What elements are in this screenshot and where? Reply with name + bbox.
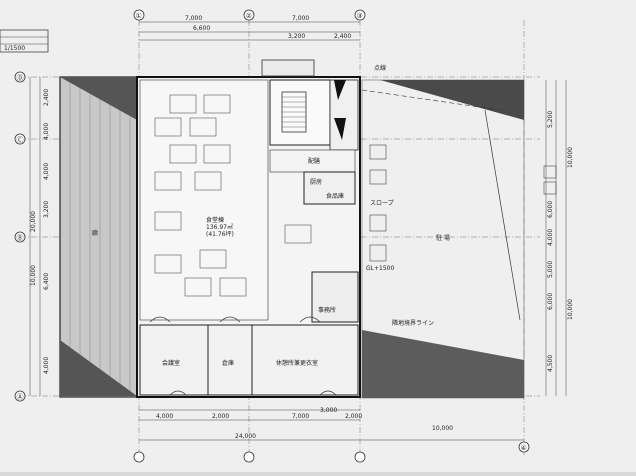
dim-bottom-total-left: 24,000 [235,433,256,440]
dim-top-1: 7,000 [185,15,202,22]
right-dimension-lines [545,80,567,396]
dim-right-5: 6,000 [547,293,554,310]
office-room: 事務所 [311,271,359,323]
dashed-label: 点線 [374,64,386,72]
dim-left-4: 3,200 [43,201,50,218]
boundary-label: 隣地境界ライン [392,319,434,327]
axis-row-b: Ⓑ [17,234,24,242]
kitchen-a-label: 厨房 [310,178,322,186]
dim-left-total-2: 10,000 [30,265,37,286]
top-dimension-lines [139,21,360,41]
dim-bottom-3: 7,000 [292,413,309,420]
row-axis-markers: Ⓓ Ⓒ Ⓑ Ⓐ [14,71,26,402]
dim-right-3: 4,000 [547,229,554,246]
dining-area: 136.97㎡ [206,223,233,231]
dim-right-total-1: 10,000 [567,147,574,168]
dining-tsubo: (41.76坪) [206,230,234,238]
table [194,171,222,191]
dim-right-2: 6,000 [547,201,554,218]
axis-col-3: ③ [357,12,363,20]
scale-note-text: 1/1500 [4,45,25,52]
height-note: GL+1500 [366,265,394,272]
storage-room: 倉庫 [207,324,253,396]
west-corridor: 廊 [59,76,138,398]
lobby-label: 休憩所兼更衣室 [276,359,318,367]
left-dimension-lines [29,77,41,396]
lobby-room: 休憩所兼更衣室 [251,324,359,396]
dim-right-4: 5,000 [547,261,554,278]
axis-col-4: ④ [521,444,527,452]
ramp-label: スロープ [370,200,394,207]
parking-markers [369,144,557,262]
table [154,117,182,137]
stair-core [269,79,359,151]
scale-note: 1/1500 [0,29,49,53]
dining-tables [154,94,312,297]
dim-top-sub-1: 6,600 [193,25,210,32]
table [203,94,231,114]
dim-left-6: 4,000 [43,357,50,374]
service-label: 配膳 [308,157,320,165]
dim-top-sub-2: 3,200 [288,33,305,40]
dim-left-1: 2,400 [43,89,50,106]
office-label: 事務所 [318,306,336,314]
dim-bottom-1: 4,000 [156,413,173,420]
dining-hall: 食堂棟 136.97㎡ (41.76坪) [139,79,269,321]
kitchen-block: 厨房 食品庫 [303,171,356,205]
table [203,144,231,164]
dim-top-2: 7,000 [292,15,309,22]
dim-right-total-2: 10,000 [567,299,574,320]
table [284,224,312,244]
table [154,211,182,231]
dining-title: 食堂棟 [206,216,224,224]
table [154,254,182,274]
door-symbols [149,316,337,396]
column-axis-markers: ① ② ③ ④ [133,9,530,463]
table [184,277,212,297]
table [219,277,247,297]
table [169,94,197,114]
parking-area: 駐 場 隣地境界ライン GL+1500 点線 スロープ [361,64,525,399]
left-dimension-labels: 2,400 4,000 4,000 3,200 6,400 4,000 20,0… [30,89,50,374]
dim-bottom-total-right: 10,000 [432,425,453,432]
corridor-label: 廊 [92,229,98,237]
dim-left-total-1: 20,000 [30,211,37,232]
dim-bottom-4: 3,000 [320,407,337,414]
dim-bottom-2: 2,000 [212,413,229,420]
axis-col-1: ① [136,12,142,20]
axis-row-c: Ⓒ [17,136,24,144]
meeting-label: 会議室 [162,359,180,367]
table [169,144,197,164]
bottom-dimension-lines [139,409,524,441]
table [189,117,217,137]
dim-right-6: 4,500 [547,355,554,372]
parking-label: 駐 場 [436,234,450,242]
dim-bottom-5: 2,000 [345,413,362,420]
dim-left-3: 4,000 [43,163,50,180]
axis-row-d: Ⓓ [17,74,24,82]
dim-top-sub-3: 2,400 [334,33,351,40]
dim-left-2: 4,000 [43,123,50,140]
meeting-room: 会議室 [139,324,209,396]
dim-right-1: 5,200 [547,111,554,128]
right-dimension-labels: 5,200 6,000 4,000 5,000 6,000 4,500 10,0… [547,111,574,372]
storage-label: 倉庫 [222,359,234,367]
axis-row-a: Ⓐ [17,393,24,401]
table [154,171,182,191]
dim-left-5: 6,400 [43,273,50,290]
axis-col-2: ② [246,12,252,20]
entrance-canopy [261,59,315,77]
kitchen-b-label: 食品庫 [326,192,344,200]
table [199,249,227,269]
